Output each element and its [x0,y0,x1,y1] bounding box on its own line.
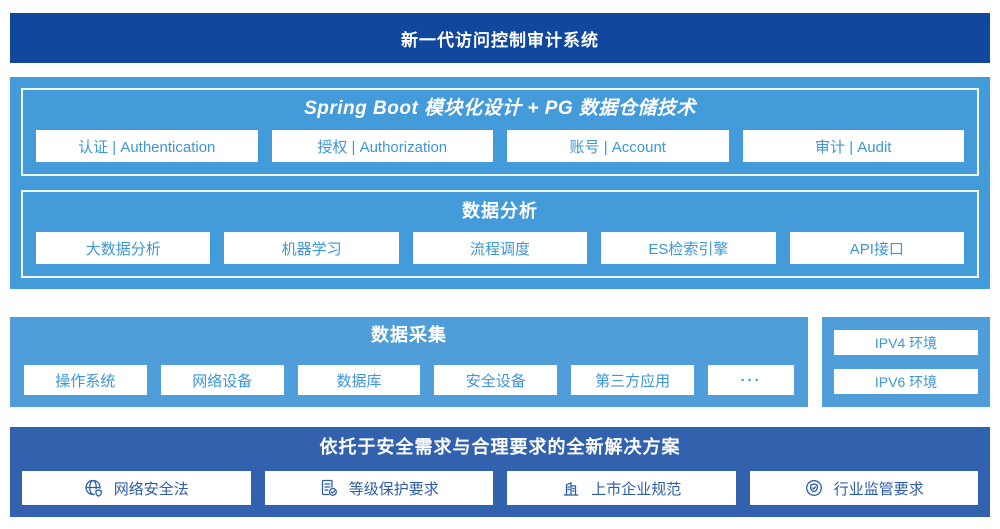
collection-section: 数据采集 操作系统 网络设备 数据库 安全设备 第三方应用 ··· [10,317,808,407]
solution-label: 上市企业规范 [591,480,682,498]
env-box-ipv6: IPV6 环境 [834,369,978,394]
analysis-title: 数据分析 [462,201,538,221]
globe-security-icon [85,479,103,498]
collection-title: 数据采集 [371,325,447,345]
solution-title: 依托于安全需求与合理要求的全新解决方案 [319,437,681,457]
platform-section: Spring Boot 模块化设计 + PG 数据仓储技术 认证 | Authe… [10,77,990,289]
module-box-audit: 审计 | Audit [742,130,964,162]
collection-box-os: 操作系统 [24,365,147,395]
document-check-icon [321,479,338,497]
solution-row: 网络安全法 等级保护要求 上市企业规范 [22,471,978,505]
analysis-box-bigdata: 大数据分析 [36,232,211,264]
analysis-row: 大数据分析 机器学习 流程调度 ES检索引擎 API接口 [36,232,965,264]
solution-box-cybersecurity-law: 网络安全法 [22,471,251,505]
building-icon [563,482,579,496]
module-box-account: 账号 | Account [507,130,729,162]
analysis-box-ml: 机器学习 [224,232,399,264]
solution-box-level-protection: 等级保护要求 [264,471,493,505]
collection-box-more: ··· [707,365,794,395]
modules-title: Spring Boot 模块化设计 + PG 数据仓储技术 [304,98,696,119]
banner: 新一代访问控制审计系统 [10,13,990,63]
collection-box-security: 安全设备 [434,365,558,395]
solution-box-listed-company: 上市企业规范 [507,471,736,505]
collection-box-thirdparty: 第三方应用 [571,365,694,395]
env-box-ipv4: IPV4 环境 [834,330,978,355]
solution-label: 等级保护要求 [348,480,439,498]
modules-row: 认证 | Authentication 授权 | Authorization 账… [36,130,964,162]
solution-box-industry-regulation: 行业监管要求 [749,471,978,505]
environment-section: IPV4 环境 IPV6 环境 [822,317,990,407]
analysis-box-api: API接口 [789,232,965,264]
shield-badge-icon [805,480,822,496]
module-box-authentication: 认证 | Authentication [36,130,258,162]
analysis-subsection: 数据分析 大数据分析 机器学习 流程调度 ES检索引擎 API接口 [21,190,979,278]
analysis-box-es: ES检索引擎 [601,232,776,264]
analysis-box-workflow: 流程调度 [412,232,588,264]
solution-label: 行业监管要求 [833,480,924,498]
collection-env-row: 数据采集 操作系统 网络设备 数据库 安全设备 第三方应用 ··· IPV4 环… [10,317,990,407]
banner-title: 新一代访问控制审计系统 [401,30,599,50]
collection-box-database: 数据库 [297,365,421,395]
collection-row: 操作系统 网络设备 数据库 安全设备 第三方应用 ··· [24,365,794,395]
modules-subsection: Spring Boot 模块化设计 + PG 数据仓储技术 认证 | Authe… [21,88,979,176]
solution-label: 网络安全法 [113,480,189,498]
collection-box-network: 网络设备 [160,365,284,395]
module-box-authorization: 授权 | Authorization [271,130,493,162]
solution-section: 依托于安全需求与合理要求的全新解决方案 网络安全法 [10,427,990,517]
